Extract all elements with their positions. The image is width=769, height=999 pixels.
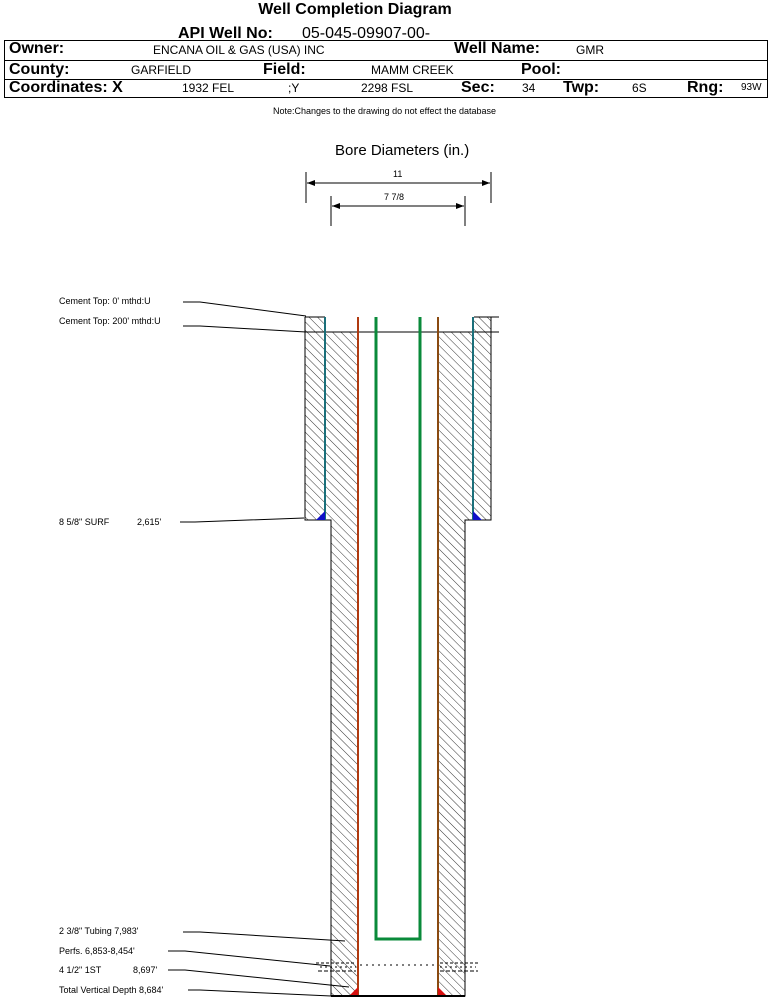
township-value: 6S — [632, 81, 647, 95]
coordinates-y-label: ;Y — [288, 81, 300, 95]
well-header-table — [4, 40, 768, 98]
owner-value: ENCANA OIL & GAS (USA) INC — [153, 43, 325, 57]
pool-label: Pool: — [521, 61, 561, 78]
cement-hatch-top-right — [474, 317, 491, 332]
bore-dimension-outer — [305, 172, 492, 203]
section-value: 34 — [522, 81, 536, 95]
production-casing-label: 4 1/2" 1ST — [59, 965, 102, 975]
tubing-string — [374, 317, 422, 941]
well-name-label: Well Name: — [454, 40, 540, 57]
surface-casing-label: 8 5/8" SURF — [59, 517, 110, 527]
surface-casing-shoe-left — [316, 511, 325, 520]
production-casing-shoe-right — [438, 987, 447, 996]
field-label: Field: — [263, 61, 306, 78]
bore-dimension-inner — [330, 196, 466, 226]
coordinates-y-value: 2298 FSL — [361, 81, 414, 95]
cement-hatch-upper-left — [305, 332, 325, 520]
section-label: Sec: — [461, 79, 495, 96]
cement-hatch-inner-left-lower — [331, 520, 358, 996]
surface-casing-depth: 2,615' — [137, 517, 162, 527]
coordinates-x-label: Coordinates: X — [9, 79, 123, 96]
county-label: County: — [9, 61, 70, 78]
perforations — [316, 962, 480, 972]
well-name-value: GMR — [576, 43, 604, 57]
range-value: 93W — [741, 82, 762, 93]
surface-casing-shoe-right — [473, 511, 482, 520]
county-value: GARFIELD — [131, 63, 192, 77]
production-casing-depth: 8,697' — [133, 965, 158, 975]
tubing-label: 2 3/8" Tubing 7,983' — [59, 926, 139, 936]
cement-hatch-inner-right-upper — [439, 332, 474, 520]
api-well-label: API Well No: — [178, 25, 273, 42]
cement-hatch-inner-right-lower — [439, 520, 465, 996]
bore-outer-diameter-label: 11 — [393, 169, 403, 179]
header-row-divider — [5, 60, 767, 61]
cement-top-label-1: Cement Top: 0' mthd:U — [59, 296, 151, 306]
cement-hatch-upper-right — [474, 332, 491, 520]
diagram-title: Well Completion Diagram — [258, 1, 452, 18]
header-row-divider — [5, 79, 767, 80]
total-depth-label: Total Vertical Depth 8,684' — [59, 985, 164, 995]
database-note: Note:Changes to the drawing do not effec… — [273, 106, 496, 116]
township-label: Twp: — [563, 79, 600, 96]
leader-lines — [168, 301, 350, 997]
cement-hatch-inner-left-upper — [325, 332, 358, 520]
perforations-label: Perfs. 6,853-8,454' — [59, 946, 135, 956]
bore-diameters-title: Bore Diameters (in.) — [335, 142, 470, 159]
bore-inner-diameter-label: 7 7/8 — [384, 192, 405, 202]
cement-hatch-top-left — [305, 317, 325, 332]
range-label: Rng: — [687, 79, 724, 96]
cement-top-label-2: Cement Top: 200' mthd:U — [59, 316, 161, 326]
production-casing-shoe-left — [349, 987, 358, 996]
owner-label: Owner: — [9, 40, 65, 57]
coordinates-x-value: 1932 FEL — [182, 81, 235, 95]
field-value: MAMM CREEK — [371, 63, 454, 77]
api-well-number: 05-045-09907-00- — [302, 25, 431, 42]
